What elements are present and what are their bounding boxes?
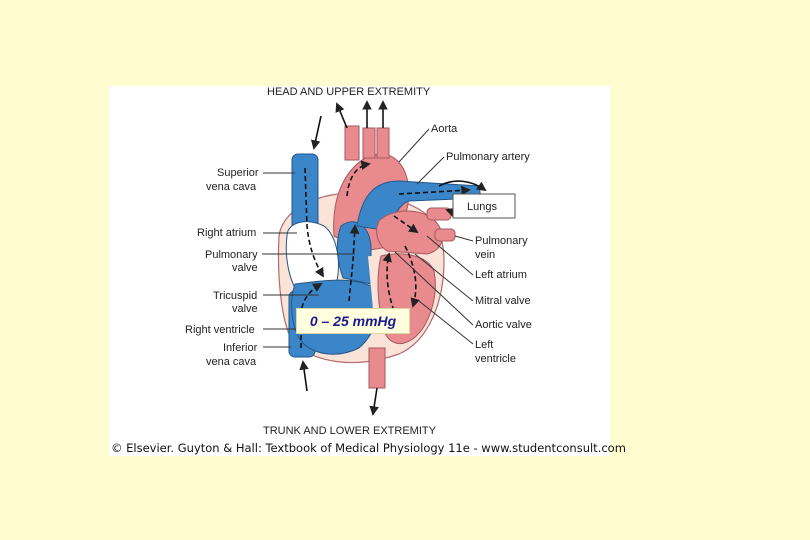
arrow-trunk-out [369, 387, 379, 416]
arrow-head-in [310, 115, 322, 150]
left-ventricle-label-1: Left [475, 339, 493, 351]
pulmonary-valve-label-1: Pulmonary [205, 249, 258, 261]
flow-lv-to-aorta [382, 252, 398, 319]
flow-svc [304, 167, 324, 278]
aortic-branch-2 [362, 127, 376, 159]
flow-aortic-arch [346, 160, 371, 197]
leader-mitral-valve [414, 253, 474, 302]
heart-diagram: Lungs HEAD AND UPPER EXTREMITY TRUNK AND… [185, 86, 532, 437]
mitral-valve-label: Mitral valve [475, 295, 531, 307]
pulmonary-artery-label: Pulmonary artery [446, 151, 530, 163]
leader-pulmonary-vein [454, 235, 474, 242]
left-ventricle-label-2: ventricle [475, 353, 516, 365]
inferior-vena-cava-label-2: vena cava [206, 356, 257, 368]
leader-left-atrium [426, 235, 474, 276]
tricuspid-valve-label-2: valve [232, 303, 258, 315]
leader-aorta [398, 128, 430, 163]
right-atrium-label: Right atrium [197, 227, 256, 239]
descending-aorta [368, 347, 386, 389]
inferior-vena-cava-label-1: Inferior [223, 342, 258, 354]
pulmonary-vein-lower [434, 228, 456, 242]
flow-rv-to-pa [348, 224, 360, 302]
aorta-label: Aorta [431, 123, 458, 135]
superior-vena-cava-label-2: vena cava [206, 181, 257, 193]
pulmonary-vein-label-2: vein [475, 249, 495, 261]
right-ventricle-label: Right ventricle [185, 324, 255, 336]
heart-figure: Lungs HEAD AND UPPER EXTREMITY TRUNK AND… [109, 86, 610, 456]
pulmonary-vein-label-1: Pulmonary [475, 235, 528, 247]
superior-vena-cava-label-1: Superior [217, 167, 259, 179]
arrow-head-out-1 [335, 102, 348, 129]
arrow-to-lungs [438, 180, 487, 192]
aortic-branch-3 [376, 127, 390, 159]
flow-la-to-lv [404, 245, 420, 308]
trunk-lower-extremity-label: TRUNK AND LOWER EXTREMITY [263, 425, 437, 437]
head-upper-extremity-label: HEAD AND UPPER EXTREMITY [267, 86, 431, 98]
tricuspid-valve-label-1: Tricuspid [213, 290, 257, 302]
flow-lungs-to-la [393, 215, 419, 234]
credit-line: © Elsevier. Guyton & Hall: Textbook of M… [111, 441, 626, 455]
flow-pa-to-lungs [398, 185, 471, 196]
pulmonary-valve-label-2: valve [232, 262, 258, 274]
leader-aortic-valve [394, 251, 474, 326]
arrow-trunk-in [299, 360, 309, 392]
pressure-annotation: 0 – 25 mmHg [296, 308, 410, 334]
leader-left-ventricle [418, 300, 474, 345]
lungs-label: Lungs [467, 201, 497, 213]
aortic-branch-1 [344, 125, 360, 161]
lungs-box [452, 193, 516, 219]
leader-pulmonary-artery [416, 156, 445, 185]
aortic-valve-label: Aortic valve [475, 319, 532, 331]
left-atrium-label: Left atrium [475, 269, 527, 281]
